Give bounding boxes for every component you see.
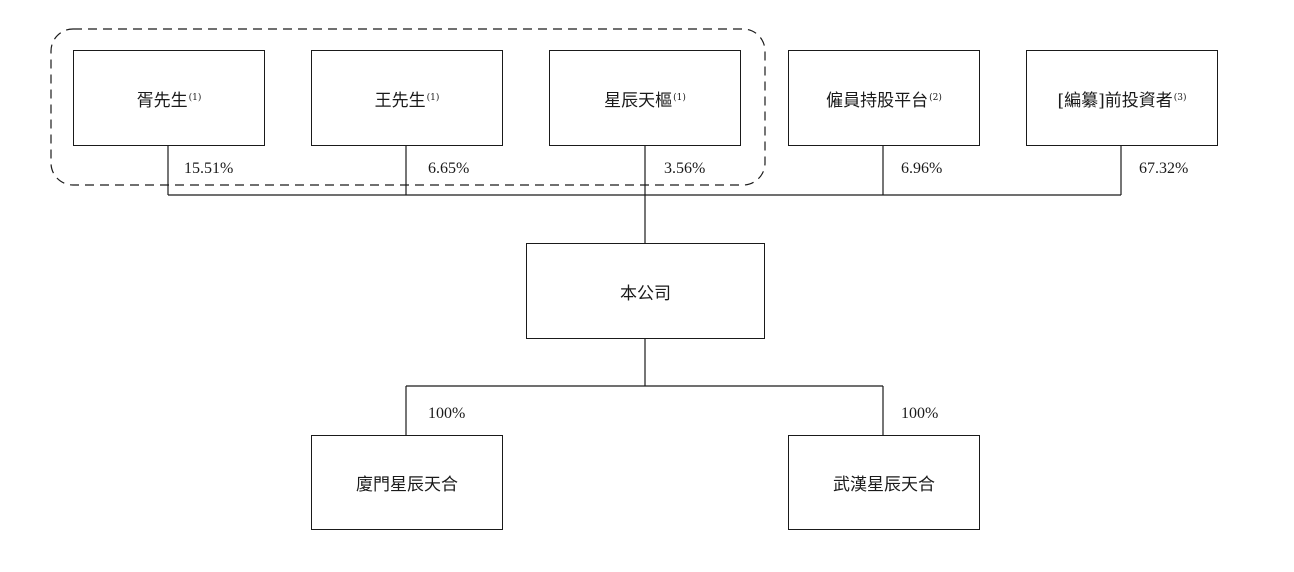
concert-group-outline bbox=[50, 28, 766, 186]
subsidiary-name: 廈門星辰天合 bbox=[356, 475, 458, 495]
shareholder-box-wang: 王先生(1) bbox=[311, 50, 503, 146]
shareholder-name: 僱員持股平台 bbox=[826, 90, 929, 111]
company-box: 本公司 bbox=[526, 243, 765, 339]
footnote-marker: (1) bbox=[426, 93, 440, 103]
subsidiary-percentage: 100% bbox=[428, 405, 466, 422]
shareholder-box-pre-ipo-investors: [編纂]前投資者(3) bbox=[1026, 50, 1218, 146]
footnote-marker: (1) bbox=[673, 93, 686, 103]
shareholding-percentage: 15.51% bbox=[184, 160, 234, 177]
company-name: 本公司 bbox=[620, 283, 671, 304]
shareholding-percentage: 6.65% bbox=[428, 160, 470, 177]
subsidiary-box-wuhan: 武漢星辰天合 bbox=[788, 435, 980, 530]
subsidiary-name: 武漢星辰天合 bbox=[833, 475, 935, 495]
shareholder-box-xu: 胥先生(1) bbox=[73, 50, 265, 146]
shareholder-name: 胥先生 bbox=[136, 90, 188, 111]
footnote-marker: (1) bbox=[188, 93, 202, 103]
shareholding-percentage: 67.32% bbox=[1139, 160, 1189, 177]
subsidiary-percentage: 100% bbox=[901, 405, 939, 422]
footnote-marker: (3) bbox=[1173, 93, 1187, 103]
subsidiary-box-xiamen: 廈門星辰天合 bbox=[311, 435, 503, 530]
shareholder-box-xingchen-tianshu: 星辰天樞(1) bbox=[549, 50, 741, 146]
shareholder-box-employee-platform: 僱員持股平台(2) bbox=[788, 50, 980, 146]
shareholder-name: 王先生 bbox=[374, 90, 426, 111]
shareholder-name: [編纂]前投資者 bbox=[1057, 90, 1173, 111]
shareholding-percentage: 3.56% bbox=[664, 160, 706, 177]
shareholding-percentage: 6.96% bbox=[901, 160, 943, 177]
shareholder-name: 星辰天樞 bbox=[604, 90, 673, 111]
footnote-marker: (2) bbox=[929, 93, 942, 103]
